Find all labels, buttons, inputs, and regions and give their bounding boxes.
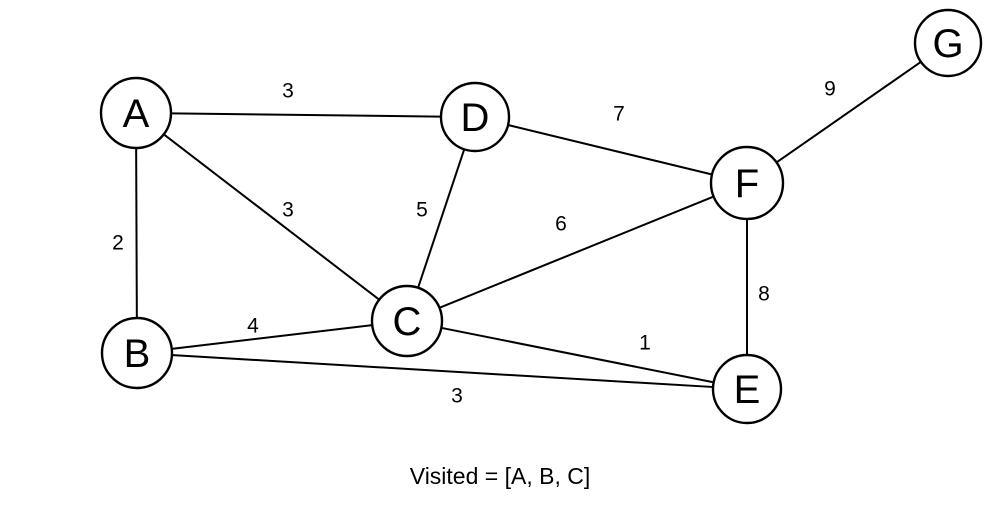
edge-weight-c-f: 6: [555, 213, 567, 236]
node-label-b: B: [124, 332, 151, 376]
node-circle-e[interactable]: [711, 353, 783, 425]
edge-weight-f-g: 9: [824, 78, 836, 101]
edge-weight-a-d: 3: [282, 80, 294, 103]
edge-c-b: [172, 324, 372, 350]
node-f[interactable]: F: [709, 145, 785, 221]
edge-d-c: [417, 149, 465, 288]
edge-weight-f-e: 8: [758, 283, 770, 306]
node-label-e: E: [734, 368, 761, 412]
edge-a-c: [163, 134, 380, 300]
edges-layer: [135, 61, 921, 388]
edge-a-b: [135, 148, 138, 318]
node-b[interactable]: B: [100, 316, 174, 390]
caption-visited-list: Visited = [A, B, C]: [410, 463, 590, 489]
edge-a-d: [171, 112, 441, 118]
node-circle-a[interactable]: [99, 76, 173, 150]
edge-weight-c-b: 4: [247, 315, 259, 338]
node-e[interactable]: E: [711, 353, 783, 425]
edge-weight-a-b: 2: [112, 232, 124, 255]
node-circle-g[interactable]: [913, 8, 983, 78]
edge-weight-d-c: 5: [416, 199, 428, 222]
node-label-c: C: [393, 300, 422, 344]
edge-weight-c-e: 1: [639, 332, 651, 355]
edge-weight-a-c: 3: [282, 199, 294, 222]
node-label-d: D: [461, 96, 490, 140]
node-label-a: A: [123, 92, 150, 136]
nodes-layer: A B C D E F G: [99, 8, 983, 425]
edge-weight-d-f: 7: [613, 103, 625, 126]
node-label-g: G: [932, 22, 963, 66]
edge-d-f: [508, 124, 712, 176]
edge-c-e: [442, 327, 713, 384]
node-circle-d[interactable]: [439, 81, 511, 153]
node-circle-b[interactable]: [100, 316, 174, 390]
edge-weight-b-e: 3: [451, 385, 463, 408]
edge-c-f: [439, 195, 714, 309]
node-circle-c[interactable]: [370, 284, 444, 358]
node-label-f: F: [735, 162, 759, 206]
node-a[interactable]: A: [99, 76, 173, 150]
edge-weights-layer: 3 2 3 5 7 6 4 1 3 8 9: [112, 78, 836, 408]
edge-b-e: [172, 354, 713, 388]
node-g[interactable]: G: [913, 8, 983, 78]
edge-f-g: [776, 61, 921, 163]
node-circle-f[interactable]: [709, 145, 785, 221]
node-d[interactable]: D: [439, 81, 511, 153]
node-c[interactable]: C: [370, 284, 444, 358]
